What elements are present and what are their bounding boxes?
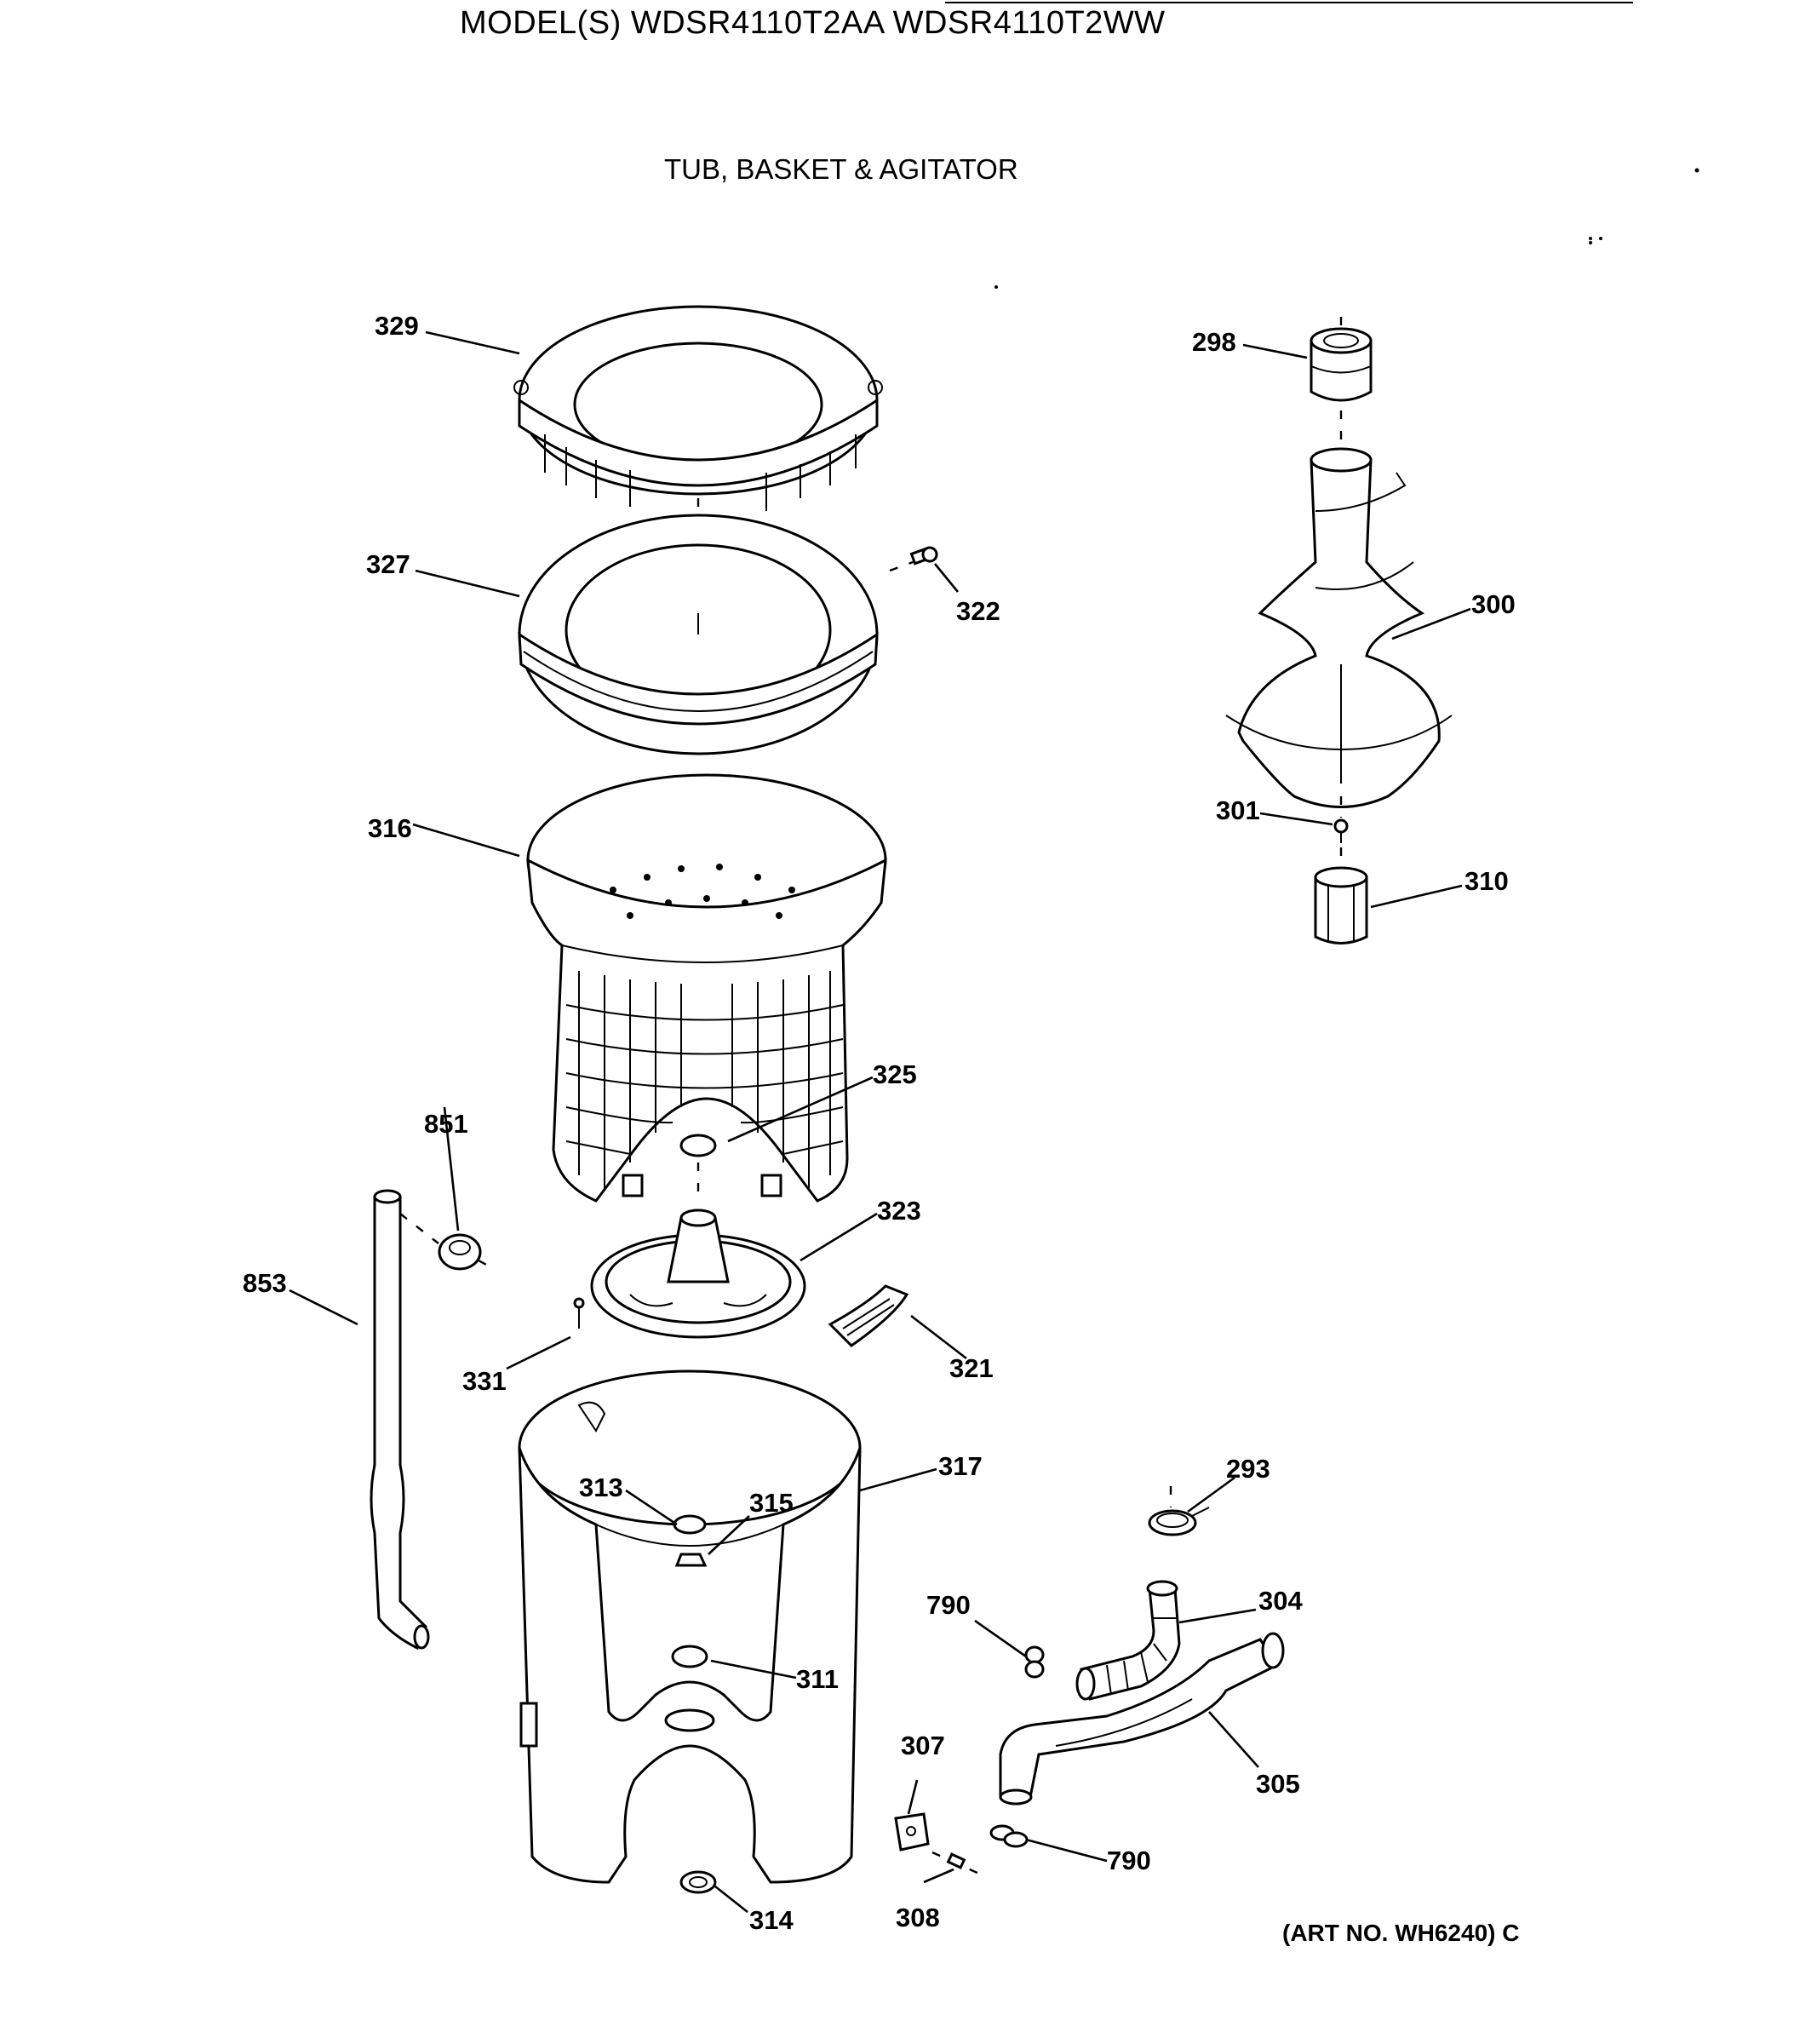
clamp-790-lower[interactable] bbox=[989, 1824, 1029, 1848]
callout-329: 329 bbox=[375, 311, 419, 341]
callout-300: 300 bbox=[1471, 589, 1516, 619]
bushing-851[interactable] bbox=[438, 1233, 482, 1271]
seal-314[interactable] bbox=[679, 1870, 717, 1894]
callout-293: 293 bbox=[1226, 1454, 1270, 1484]
callout-331: 331 bbox=[462, 1366, 507, 1396]
art-number: (ART NO. WH6240) C bbox=[1282, 1920, 1520, 1946]
callout-853: 853 bbox=[243, 1268, 287, 1298]
callout-790-lower: 790 bbox=[1107, 1846, 1151, 1875]
callout-314: 314 bbox=[749, 1905, 794, 1935]
callout-790-upper: 790 bbox=[926, 1590, 971, 1620]
bracket-307[interactable] bbox=[894, 1812, 930, 1852]
callout-313: 313 bbox=[579, 1473, 623, 1502]
lint-filter-321[interactable] bbox=[828, 1284, 909, 1347]
wash-basket-316[interactable] bbox=[526, 773, 887, 1203]
callout-325: 325 bbox=[873, 1059, 917, 1089]
callout-315: 315 bbox=[749, 1488, 794, 1518]
agitator-300[interactable] bbox=[1225, 447, 1453, 808]
screw-308[interactable] bbox=[931, 1851, 980, 1875]
callout-305: 305 bbox=[1256, 1769, 1300, 1799]
callout-321: 321 bbox=[949, 1353, 994, 1383]
callout-307: 307 bbox=[901, 1731, 945, 1760]
callout-323: 323 bbox=[877, 1196, 921, 1226]
bolt-301[interactable] bbox=[1333, 818, 1349, 843]
agitator-cap-298[interactable] bbox=[1310, 327, 1373, 402]
model-title: MODEL(S) WDSR4110T2AA WDSR4110T2WW bbox=[460, 5, 1166, 41]
section-title: TUB, BASKET & AGITATOR bbox=[664, 153, 1018, 185]
clamp-790-upper[interactable] bbox=[1024, 1645, 1045, 1679]
hose-853[interactable] bbox=[370, 1189, 430, 1651]
callout-310: 310 bbox=[1464, 866, 1509, 896]
callout-304: 304 bbox=[1258, 1586, 1303, 1616]
tub-cover-329[interactable] bbox=[513, 305, 883, 511]
clamp-293[interactable] bbox=[1148, 1507, 1210, 1536]
header-rule bbox=[945, 2, 1633, 3]
outer-tub-317[interactable] bbox=[518, 1369, 862, 1884]
callout-316: 316 bbox=[368, 813, 412, 843]
basket-hub-323[interactable] bbox=[590, 1209, 806, 1339]
screw-331[interactable] bbox=[573, 1297, 585, 1329]
balance-ring-327[interactable] bbox=[518, 514, 879, 755]
pump-hose-305[interactable] bbox=[999, 1632, 1285, 1806]
drain-hose-304[interactable] bbox=[1075, 1580, 1181, 1701]
callout-851: 851 bbox=[424, 1109, 468, 1139]
agitator-dog-310[interactable] bbox=[1314, 866, 1368, 944]
callout-298: 298 bbox=[1192, 327, 1236, 357]
callout-322: 322 bbox=[956, 596, 1000, 626]
callout-301: 301 bbox=[1216, 795, 1260, 825]
callout-327: 327 bbox=[366, 549, 410, 579]
callout-317: 317 bbox=[938, 1451, 983, 1481]
leader-lines bbox=[289, 330, 1471, 1914]
screw-322[interactable] bbox=[889, 546, 942, 572]
callout-311: 311 bbox=[796, 1664, 839, 1694]
callout-308: 308 bbox=[896, 1903, 940, 1932]
